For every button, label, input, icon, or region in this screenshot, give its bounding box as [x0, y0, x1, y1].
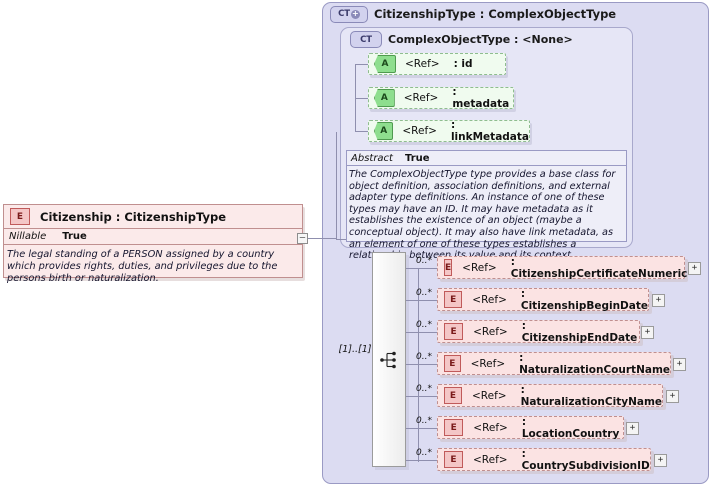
- child-name: : CitizenshipCertificateNumeric: [510, 255, 688, 280]
- child-expand-button[interactable]: +: [688, 262, 701, 275]
- child-badge: E: [444, 355, 461, 372]
- children-branch: [406, 396, 440, 397]
- nillable-label: Nillable: [9, 231, 47, 242]
- element-badge: E: [10, 208, 30, 225]
- element-connector-line: [308, 238, 336, 239]
- children-trunk: [418, 268, 419, 462]
- occurrence-indicator: 0..*: [416, 288, 432, 298]
- child-expand-button[interactable]: +: [626, 422, 639, 435]
- child-name: : NaturalizationCityName: [520, 383, 662, 408]
- child-badge: E: [444, 419, 464, 436]
- element-header: E Citizenship : CitizenshipType: [4, 205, 302, 229]
- base-type-badge[interactable]: CT: [350, 31, 382, 48]
- children-branch: [406, 268, 440, 269]
- children-branch: [406, 332, 440, 333]
- child-expand-button[interactable]: +: [654, 454, 667, 467]
- attr-tree-branch-3: [355, 131, 369, 132]
- child-badge: E: [444, 291, 463, 308]
- complex-type-badge-label: CT: [338, 9, 350, 19]
- sequence-icon: [380, 350, 400, 370]
- attr-tree-branch-2: [355, 98, 369, 99]
- attribute-badge: A: [374, 89, 395, 107]
- child-name: : CitizenshipEndDate: [521, 319, 638, 344]
- child-expand-button[interactable]: +: [673, 358, 686, 371]
- element-title: Citizenship : CitizenshipType: [40, 209, 227, 224]
- occurrence-indicator: 0..*: [416, 448, 432, 458]
- child-ref: <Ref>: [473, 325, 508, 338]
- abstract-row: Abstract True: [347, 151, 626, 166]
- collapse-toggle[interactable]: –: [297, 233, 308, 244]
- child-ref: <Ref>: [470, 357, 506, 370]
- occurrence-indicator: 0..*: [416, 416, 432, 426]
- child-ref: <Ref>: [472, 293, 507, 306]
- occurrence-indicator: 0..*: [416, 384, 432, 394]
- base-type-documentation: The ComplexObjectType type provides a ba…: [349, 169, 616, 262]
- child-name: : LocationCountry: [521, 415, 620, 440]
- attribute-name: : id: [453, 58, 473, 70]
- child-element-row[interactable]: E <Ref> : NaturalizationCourtName: [437, 351, 671, 376]
- child-ref: <Ref>: [462, 261, 497, 274]
- child-element-row[interactable]: E <Ref> : CitizenshipCertificateNumeric: [437, 255, 688, 280]
- child-name: : CountrySubdivisionID: [521, 447, 650, 472]
- child-expand-button[interactable]: +: [641, 326, 654, 339]
- attribute-ref: <Ref>: [403, 92, 439, 104]
- attribute-row[interactable]: A <Ref> : linkMetadata: [368, 119, 530, 143]
- child-element-row[interactable]: E <Ref> : NaturalizationCityName: [437, 383, 663, 408]
- abstract-value: True: [404, 152, 430, 164]
- base-type-header: CT ComplexObjectType : <None>: [350, 31, 630, 48]
- child-element-row[interactable]: E <Ref> : CountrySubdivisionID: [437, 447, 651, 472]
- child-badge: E: [444, 323, 464, 340]
- child-badge: E: [444, 387, 462, 404]
- element-documentation: The legal standing of a PERSON assigned …: [7, 249, 278, 284]
- children-branch: [406, 364, 440, 365]
- child-ref: <Ref>: [473, 453, 508, 466]
- occurrence-indicator: 0..*: [416, 256, 432, 266]
- complex-type-badge[interactable]: CT: [330, 5, 368, 23]
- base-type-title: ComplexObjectType : <None>: [388, 33, 573, 46]
- attribute-name: : metadata: [452, 86, 510, 110]
- attribute-badge: A: [374, 122, 394, 140]
- children-branch: [406, 428, 440, 429]
- attribute-ref: <Ref>: [405, 58, 440, 70]
- attribute-badge: A: [374, 55, 396, 73]
- element-nillable-row: Nillable True: [4, 229, 302, 245]
- child-badge: E: [444, 451, 463, 468]
- children-branch: [406, 460, 440, 461]
- child-expand-button[interactable]: +: [666, 390, 679, 403]
- attribute-row[interactable]: A <Ref> : metadata: [368, 86, 514, 110]
- child-element-row[interactable]: E <Ref> : LocationCountry: [437, 415, 624, 440]
- base-type-badge-label: CT: [360, 34, 372, 45]
- attribute-name: : linkMetadata: [450, 119, 529, 143]
- child-name: : NaturalizationCourtName: [519, 351, 671, 376]
- child-ref: <Ref>: [473, 421, 508, 434]
- attribute-row[interactable]: A <Ref> : id: [368, 53, 506, 75]
- complex-type-title: CitizenshipType : ComplexObjectType: [374, 7, 617, 21]
- complex-type-header: CT CitizenshipType : ComplexObjectType: [330, 5, 705, 23]
- attr-tree-stem: [336, 132, 337, 240]
- child-badge: E: [444, 259, 453, 276]
- attr-tree-branch-1: [355, 64, 369, 65]
- child-ref: <Ref>: [471, 389, 507, 402]
- attribute-ref: <Ref>: [402, 125, 437, 137]
- child-expand-button[interactable]: +: [652, 294, 665, 307]
- occurrence-indicator: 0..*: [416, 352, 432, 362]
- abstract-label: Abstract: [351, 152, 393, 164]
- child-element-row[interactable]: E <Ref> : CitizenshipEndDate: [437, 319, 640, 344]
- nillable-value: True: [62, 231, 87, 242]
- occurrence-indicator: 0..*: [416, 320, 432, 330]
- children-branch: [406, 300, 440, 301]
- compositor-cardinality: [1]..[1]: [338, 344, 372, 355]
- child-name: : CitizenshipBeginDate: [520, 287, 649, 312]
- expand-plus-icon[interactable]: [350, 9, 360, 19]
- child-element-row[interactable]: E <Ref> : CitizenshipBeginDate: [437, 287, 649, 312]
